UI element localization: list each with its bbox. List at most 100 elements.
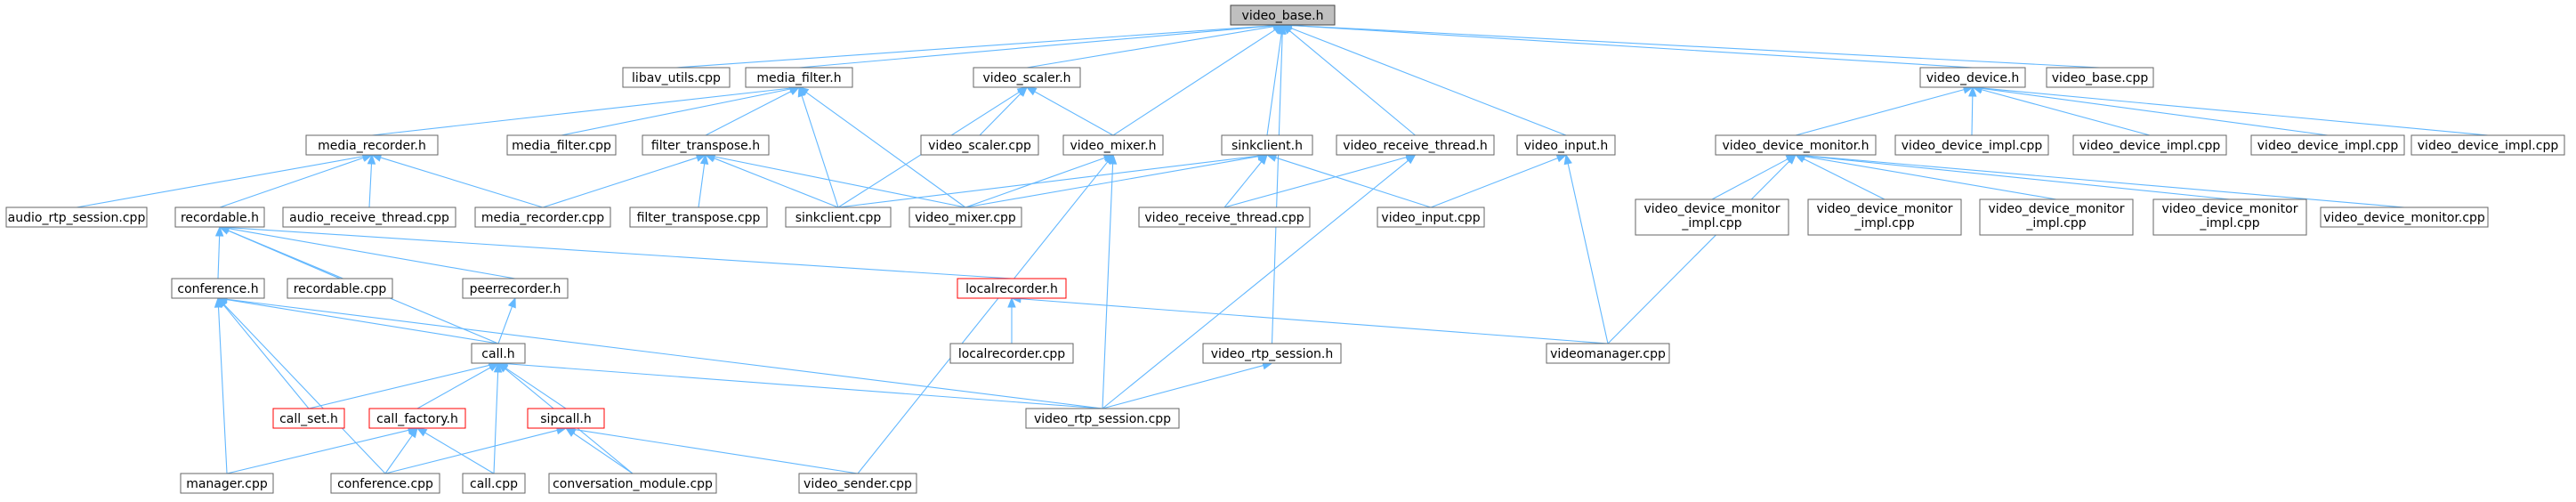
graph-node-video-device-monitor-impl-cpp-1[interactable]: video_device_monitor_impl.cpp (1635, 198, 1789, 236)
edge-arrowhead (1257, 153, 1268, 166)
graph-node-localrecorder-h[interactable]: localrecorder.h (957, 278, 1067, 299)
edge-line (506, 363, 1103, 409)
graph-node-filter-transpose-cpp[interactable]: filter_transpose.cpp (629, 206, 768, 228)
node-label: call_set.h (279, 412, 338, 426)
graph-node-conference-h[interactable]: conference.h (171, 278, 265, 299)
dependency-edge (1112, 24, 1284, 136)
dependency-edge (1281, 20, 2101, 69)
graph-node-video-device-monitor-h[interactable]: video_device_monitor.h (1715, 134, 1877, 156)
node-label: video_device_monitor (1643, 202, 1780, 216)
graph-node-conference-cpp[interactable]: conference.cpp (330, 473, 440, 494)
graph-node-video-device-impl-cpp-1[interactable]: video_device_impl.cpp (1894, 134, 2049, 156)
edge-arrowhead (416, 427, 428, 437)
graph-node-video-device-monitor-impl-cpp-2[interactable]: video_device_monitor_impl.cpp (1807, 198, 1962, 236)
graph-node-video-device-monitor-impl-cpp-4[interactable]: video_device_monitor_impl.cpp (2152, 198, 2307, 236)
graph-node-call-cpp[interactable]: call.cpp (462, 473, 526, 494)
node-box (745, 67, 853, 88)
dependency-edge (219, 153, 374, 208)
graph-node-call-factory-h[interactable]: call_factory.h (368, 408, 466, 429)
edge-arrowhead (1405, 154, 1417, 165)
graph-node-video-input-cpp[interactable]: video_input.cpp (1377, 206, 1485, 228)
dependency-edge (1025, 86, 1114, 136)
node-label: sinkclient.cpp (795, 211, 882, 225)
graph-node-video-scaler-cpp[interactable]: video_scaler.cpp (920, 134, 1039, 156)
node-label: media_filter.cpp (512, 139, 611, 153)
graph-node-media-filter-h[interactable]: media_filter.h (745, 67, 853, 88)
node-label: video_device.h (1926, 71, 2020, 85)
graph-node-sinkclient-cpp[interactable]: sinkclient.cpp (785, 206, 892, 228)
graph-node-video-sender-cpp[interactable]: video_sender.cpp (798, 473, 917, 494)
graph-node-call-h[interactable]: call.h (471, 343, 526, 364)
dependency-edge (1607, 154, 1797, 344)
graph-node-video-device-impl-cpp-4[interactable]: video_device_impl.cpp (2410, 134, 2565, 156)
graph-node-recordable-cpp[interactable]: recordable.cpp (287, 278, 393, 299)
node-box (1062, 134, 1164, 156)
edge-arrowhead (1278, 23, 1287, 35)
edge-line (226, 429, 409, 474)
graph-node-video-rtp-session-h[interactable]: video_rtp_session.h (1202, 343, 1342, 364)
graph-node-video-receive-thread-h[interactable]: video_receive_thread.h (1336, 134, 1495, 156)
graph-node-audio-rtp-session-cpp[interactable]: audio_rtp_session.cpp (5, 206, 148, 228)
graph-node-video-input-h[interactable]: video_input.h (1516, 134, 1616, 156)
node-label: recordable.h (181, 211, 259, 225)
dependency-edge (1102, 153, 1118, 409)
graph-node-media-recorder-h[interactable]: media_recorder.h (305, 134, 439, 156)
graph-node-video-mixer-cpp[interactable]: video_mixer.cpp (908, 206, 1022, 228)
dependency-edge (497, 360, 1103, 409)
graph-node-audio-receive-thread-cpp[interactable]: audio_receive_thread.cpp (282, 206, 456, 228)
edge-arrowhead (408, 426, 418, 439)
edge-arrowhead (507, 296, 516, 309)
graph-node-media-recorder-cpp[interactable]: media_recorder.cpp (474, 206, 611, 228)
graph-node-libav-utils-cpp[interactable]: libav_utils.cpp (622, 67, 731, 88)
graph-node-video-scaler-h[interactable]: video_scaler.h (973, 67, 1081, 88)
node-box (1138, 206, 1311, 228)
edge-line (1102, 159, 1409, 409)
node-label: video_device_monitor (2161, 202, 2297, 216)
graph-node-sipcall-h[interactable]: sipcall.h (527, 408, 605, 429)
dependency-edge (214, 296, 228, 474)
node-box (527, 408, 605, 429)
graph-node-filter-transpose-h[interactable]: filter_transpose.h (642, 134, 770, 156)
graph-node-video-device-impl-cpp-2[interactable]: video_device_impl.cpp (2072, 134, 2227, 156)
graph-node-video-device-monitor-impl-cpp-3[interactable]: video_device_monitor_impl.cpp (1979, 198, 2134, 236)
node-box (462, 473, 526, 494)
graph-node-video-device-h[interactable]: video_device.h (1919, 67, 2026, 88)
edge-line (226, 298, 1103, 409)
edge-line (1803, 158, 1886, 200)
node-label: video_receive_thread.h (1343, 139, 1488, 153)
graph-node-video-base-h[interactable]: video_base.h (1230, 4, 1336, 26)
graph-node-sinkclient-h[interactable]: sinkclient.h (1221, 134, 1313, 156)
edge-line (1223, 157, 1408, 208)
graph-node-recordable-h[interactable]: recordable.h (174, 206, 265, 228)
graph-node-call-set-h[interactable]: call_set.h (272, 408, 345, 429)
graph-node-video-base-cpp[interactable]: video_base.cpp (2046, 67, 2154, 88)
node-label: video_device_monitor (1816, 202, 1952, 216)
node-box (1221, 134, 1313, 156)
edge-line (1026, 26, 1274, 69)
graph-node-video-receive-thread-cpp[interactable]: video_receive_thread.cpp (1138, 206, 1311, 228)
node-label: _impl.cpp (1681, 216, 1741, 231)
graph-node-video-device-impl-cpp-3[interactable]: video_device_impl.cpp (2250, 134, 2405, 156)
dependency-edge (1281, 24, 1416, 136)
node-layer: video_base.h libav_utils.cpp media_filter.… (5, 4, 2565, 494)
edge-line (1112, 28, 1276, 136)
edge-line (705, 91, 792, 136)
node-box (180, 473, 274, 494)
edge-layer (76, 20, 2489, 474)
node-box (171, 278, 265, 299)
graph-node-videomanager-cpp[interactable]: videomanager.cpp (1546, 343, 1670, 364)
edge-line (1430, 158, 1558, 208)
dependency-edge (837, 151, 1269, 208)
edge-line (497, 306, 513, 344)
graph-node-video-rtp-session-cpp[interactable]: video_rtp_session.cpp (1025, 408, 1180, 429)
graph-node-manager-cpp[interactable]: manager.cpp (180, 473, 274, 494)
graph-node-conversation-module-cpp[interactable]: conversation_module.cpp (548, 473, 717, 494)
dependency-edge (1026, 22, 1284, 69)
edge-line (837, 155, 1259, 208)
graph-node-peerrecorder-h[interactable]: peerrecorder.h (462, 278, 569, 299)
graph-node-video-mixer-h[interactable]: video_mixer.h (1062, 134, 1164, 156)
node-label: media_recorder.cpp (481, 211, 604, 225)
graph-node-localrecorder-cpp[interactable]: localrecorder.cpp (949, 343, 1074, 364)
graph-node-media-filter-cpp[interactable]: media_filter.cpp (506, 134, 617, 156)
graph-node-video-device-monitor-cpp[interactable]: video_device_monitor.cpp (2320, 206, 2489, 228)
